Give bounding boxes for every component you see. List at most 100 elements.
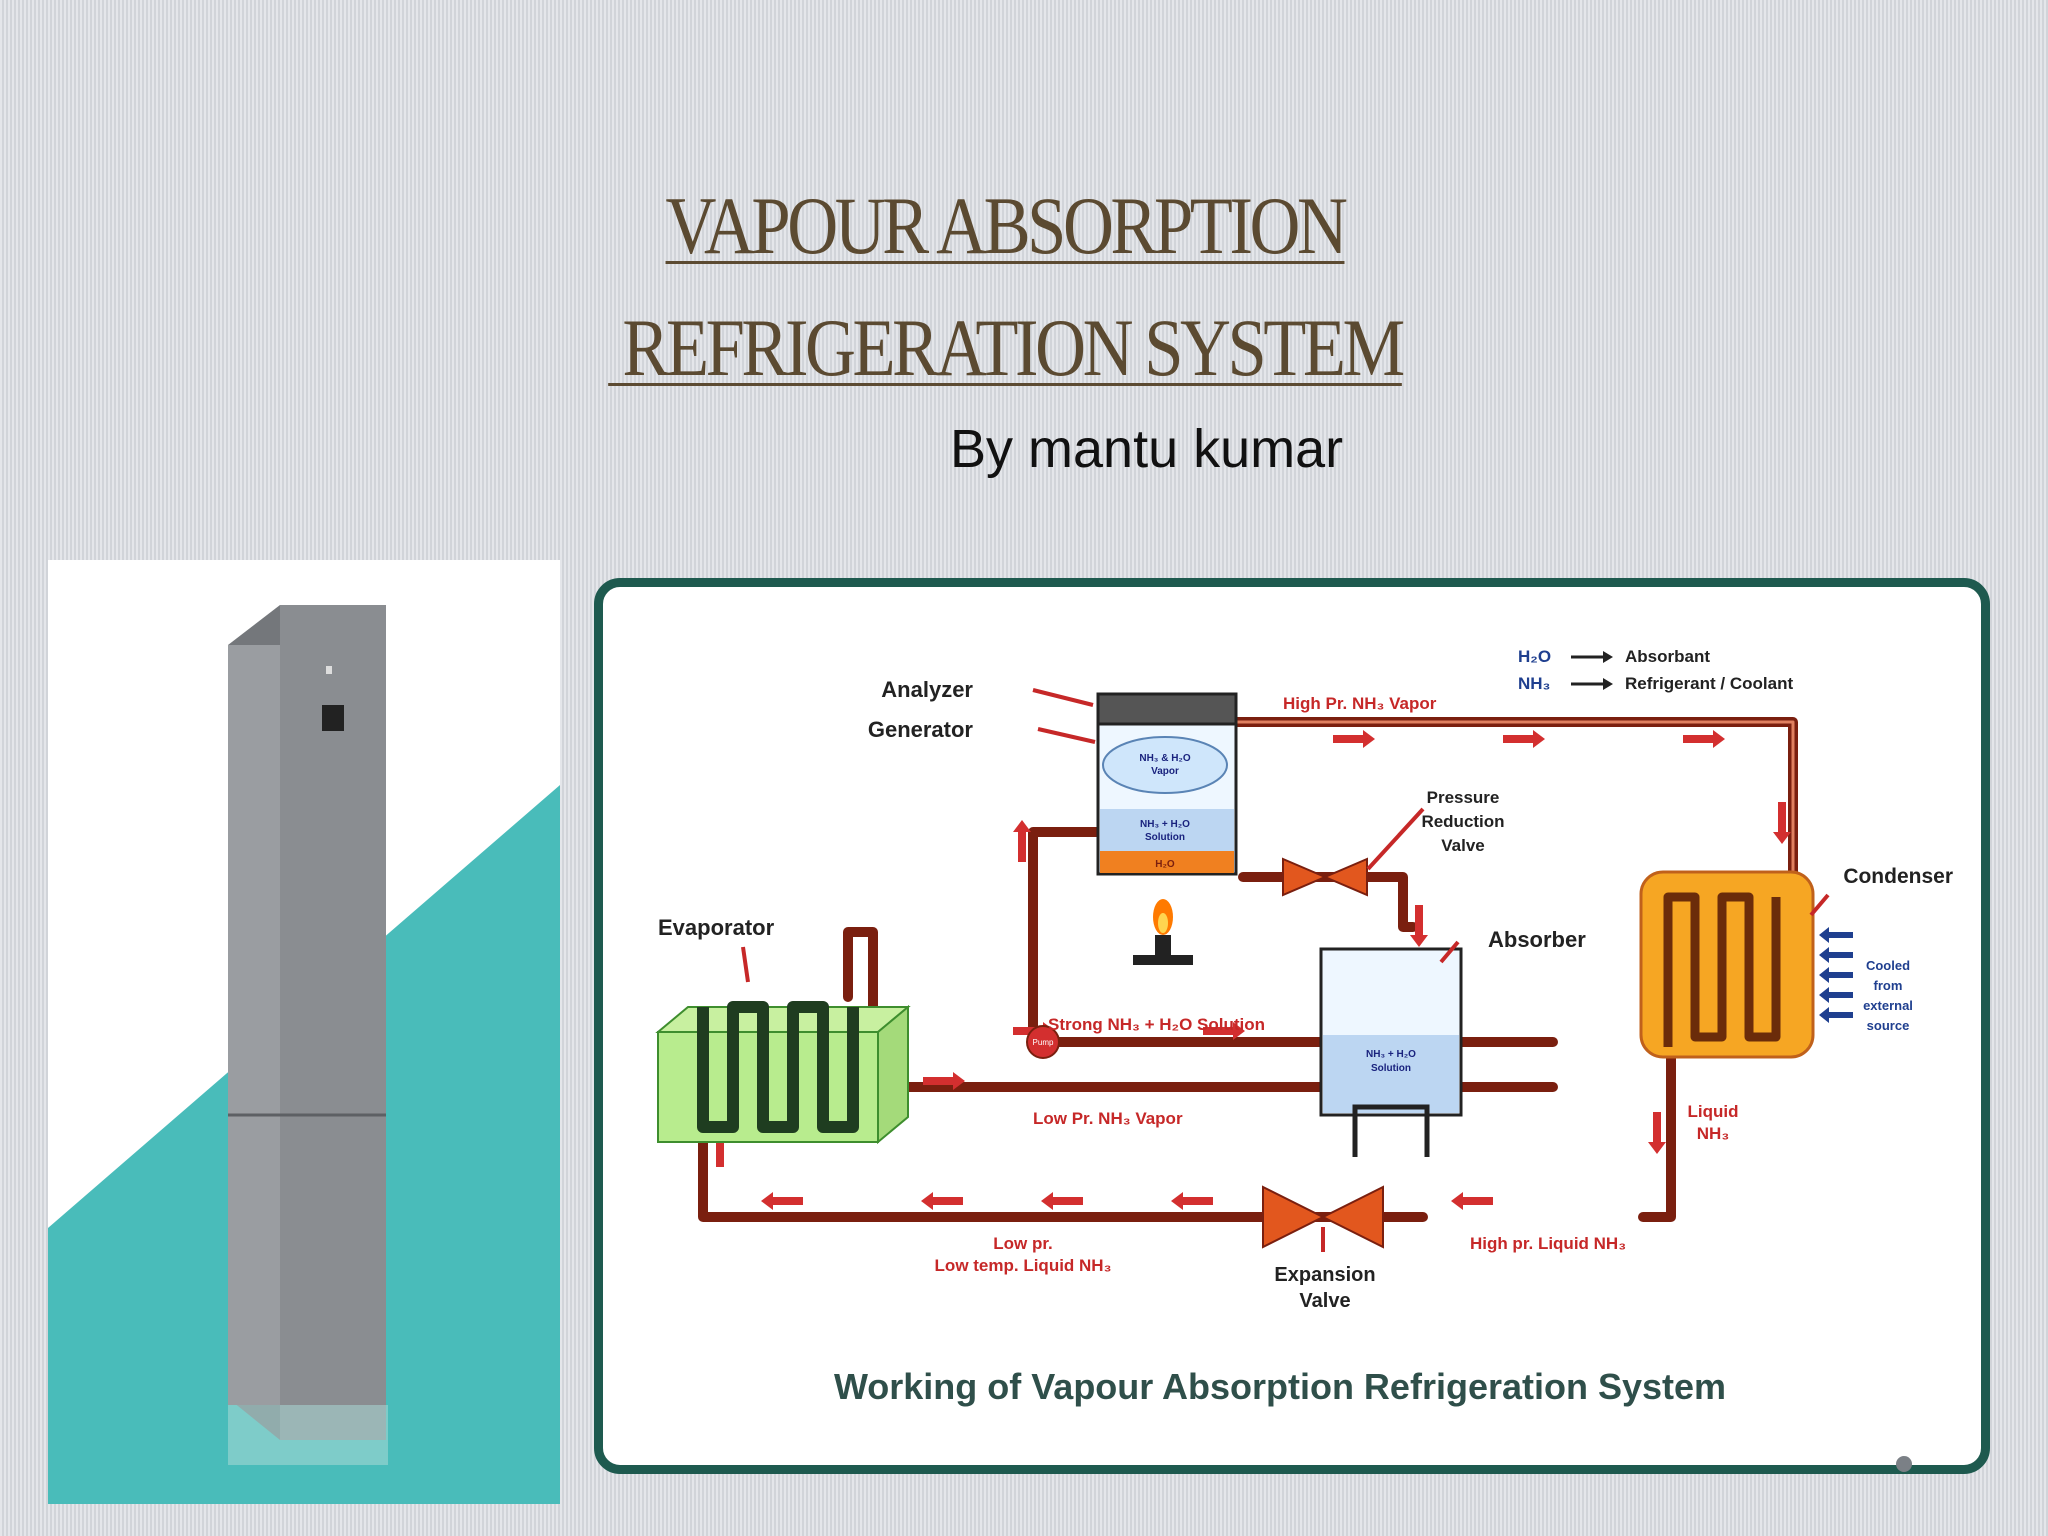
pipe-high-pressure-vapor-highlight	[1221, 720, 1795, 874]
vapor-cloud	[1102, 736, 1228, 794]
flow-arrow	[1410, 905, 1428, 947]
pump-icon: Pump	[1026, 1025, 1060, 1059]
pipe-strong-solution-up	[1028, 827, 1103, 1037]
cooling-arrow	[1819, 947, 1853, 963]
fridge-logo	[326, 666, 332, 674]
slide-indicator-dot	[1896, 1456, 1912, 1472]
fridge-left-face	[228, 645, 280, 1405]
legend-arrow-head	[1603, 678, 1613, 690]
cooling-arrows	[1819, 927, 1853, 1023]
flow-arrow	[1503, 730, 1545, 748]
generator-vessel: NH₃ & H₂O Vapor NH₃ + H₂O Solution H₂O	[1096, 692, 1238, 876]
flow-arrow	[1203, 1022, 1245, 1040]
valve-right-cone	[1322, 857, 1368, 897]
fridge-illustration	[48, 605, 560, 1504]
legend-nh3-meaning: Refrigerant / Coolant	[1625, 674, 1793, 693]
generator-vapor-label-1: NH₃ & H₂O	[1139, 753, 1191, 764]
evaporator-side	[877, 1004, 909, 1145]
burner-stem	[1155, 935, 1171, 955]
author-byline: By mantu kumar	[950, 419, 1344, 479]
evaporator-top	[655, 1006, 911, 1033]
absorption-cycle-diagram: NH₃ & H₂O Vapor NH₃ + H₂O Solution H₂O N…	[655, 647, 1953, 1407]
label-low-pr-2: Low temp. Liquid NH₃	[935, 1256, 1112, 1275]
evaporator-unit	[655, 1001, 911, 1145]
slide-title: VAPOUR ABSORPTION REFRIGERATION SYSTEM	[605, 165, 1405, 409]
fridge-front	[280, 605, 386, 1440]
slide-title-line-2: REFRIGERATION SYSTEM	[608, 302, 1405, 393]
label-cooled-2: from	[1874, 978, 1903, 993]
cooling-arrow	[1819, 927, 1853, 943]
generator-solution	[1100, 809, 1234, 851]
pressure-reduction-valve	[1282, 857, 1368, 897]
pipe-network	[698, 717, 1798, 1222]
diagram-labels: Analyzer Generator High Pr. NH₃ Vapor Pr…	[658, 677, 1953, 1312]
pipe-weak-solution	[1238, 872, 1418, 932]
fridge-display-panel	[322, 705, 344, 731]
pointer-analyzer	[1032, 688, 1094, 707]
flow-arrow	[1773, 802, 1791, 844]
label-liquid-2: NH₃	[1697, 1124, 1729, 1143]
legend: H₂O Absorbant NH₃ Refrigerant / Coolant	[1518, 647, 1793, 693]
pointer-evaporator	[741, 946, 750, 983]
label-pressure-valve-3: Valve	[1441, 836, 1485, 855]
flow-arrow	[1451, 1192, 1493, 1210]
label-liquid-1: Liquid	[1688, 1102, 1739, 1121]
condenser-body	[1639, 870, 1815, 1059]
generator-solution-label-1: NH₃ + H₂O	[1140, 819, 1190, 830]
flow-arrow	[1171, 1192, 1213, 1210]
label-cooled-4: source	[1867, 1018, 1910, 1033]
label-strong-solution: Strong NH₃ + H₂O Solution	[1048, 1015, 1265, 1034]
pipe-high-pressure-vapor	[1218, 717, 1798, 877]
absorber-solution-label-1: NH₃ + H₂O	[1366, 1049, 1416, 1060]
pointer-absorber	[1439, 940, 1460, 964]
pipe-low-pressure-liquid	[698, 1112, 1428, 1222]
expansion-valve-right	[1320, 1185, 1384, 1249]
flow-arrow	[921, 1192, 963, 1210]
generator-water-label: H₂O	[1155, 859, 1175, 870]
flow-arrow	[1648, 1112, 1666, 1154]
flow-arrow	[761, 1192, 803, 1210]
condenser-unit	[1639, 870, 1853, 1059]
label-pressure-valve-2: Reduction	[1421, 812, 1504, 831]
pump-body	[1026, 1025, 1060, 1059]
slide-title-line-1: VAPOUR ABSORPTION	[665, 180, 1348, 271]
flow-arrow	[1683, 730, 1725, 748]
label-pressure-valve-1: Pressure	[1427, 788, 1500, 807]
flow-arrow	[923, 1072, 965, 1090]
flame-inner	[1158, 913, 1168, 933]
fridge-reflection	[228, 1405, 388, 1465]
pointer-generator	[1037, 727, 1096, 744]
label-low-pr-vapor: Low Pr. NH₃ Vapor	[1033, 1109, 1183, 1128]
generator-solution-label-2: Solution	[1145, 832, 1185, 843]
legend-h2o-meaning: Absorbant	[1625, 647, 1710, 666]
label-high-pr-liquid: High pr. Liquid NH₃	[1470, 1234, 1626, 1253]
label-cooled-3: external	[1863, 998, 1913, 1013]
fridge-photo	[48, 560, 560, 1504]
legend-h2o: H₂O	[1518, 647, 1551, 666]
absorber-solution-label-2: Solution	[1371, 1063, 1411, 1074]
condenser-coil	[1663, 892, 1781, 1047]
cooling-arrow	[1819, 1007, 1853, 1023]
legend-nh3: NH₃	[1518, 674, 1550, 693]
diagram-frame: NH₃ & H₂O Vapor NH₃ + H₂O Solution H₂O N…	[594, 578, 1990, 1474]
analyzer-section	[1096, 692, 1238, 726]
expansion-valve	[1262, 1185, 1384, 1249]
label-condenser: Condenser	[1843, 865, 1953, 888]
valve-left-cone	[1282, 857, 1328, 897]
absorber-cooling-coil	[1352, 1104, 1430, 1157]
label-low-pr-1: Low pr.	[993, 1234, 1053, 1253]
pipe-condenser-outlet	[1638, 1052, 1676, 1222]
burner-icon	[1133, 899, 1193, 965]
label-expansion-2: Valve	[1299, 1290, 1350, 1312]
label-absorber: Absorber	[1488, 927, 1586, 952]
pipe-low-pressure-vapor	[843, 927, 1558, 1092]
pointer-condenser	[1809, 893, 1830, 917]
burner-base	[1133, 955, 1193, 965]
absorber-solution	[1323, 1035, 1459, 1113]
absorber-vessel: NH₃ + H₂O Solution	[1319, 947, 1463, 1157]
label-evaporator: Evaporator	[658, 915, 775, 940]
label-pointers	[741, 688, 1830, 1252]
label-cooled-1: Cooled	[1866, 958, 1910, 973]
evaporator-coil	[697, 1001, 859, 1133]
cooling-arrow	[1819, 967, 1853, 983]
